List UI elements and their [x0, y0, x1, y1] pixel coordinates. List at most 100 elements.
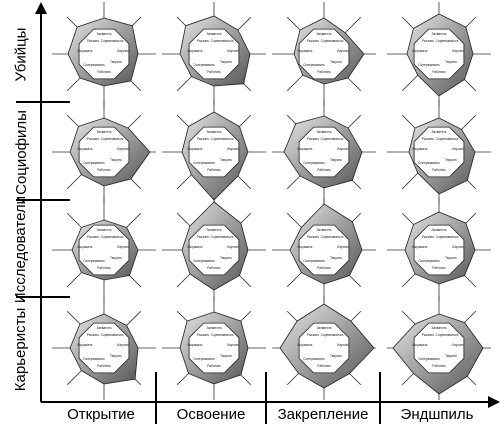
node-label: Работать [207, 266, 221, 270]
node-label: Выражать [298, 343, 313, 347]
row-label-socializers: Социофилы [12, 109, 30, 195]
node-label: Работать [317, 70, 331, 74]
radar-inner-octagon [413, 224, 465, 276]
node-label: Изучать [117, 343, 129, 347]
node-label: Выражать [188, 147, 203, 151]
radar-inner-octagon [78, 224, 130, 276]
radar-inner-octagon [188, 28, 240, 80]
node-label: Изучать [227, 49, 239, 53]
node-label: Соревноваться [211, 235, 234, 239]
radar-inner-octagon [298, 28, 350, 80]
node-label: Работать [432, 364, 446, 368]
node-label: Рыскать [197, 39, 210, 43]
radar-spoke [342, 16, 362, 36]
node-label: Творить [445, 256, 457, 260]
radar-inner-octagon [78, 28, 130, 80]
node-label: Изучать [117, 147, 129, 151]
node-label: Захватить [96, 130, 111, 134]
node-label: Захватить [431, 228, 446, 232]
node-label: Выражать [413, 49, 428, 53]
node-label: Выражать [298, 49, 313, 53]
node-label: Творить [330, 158, 342, 162]
column-label-mastery: Закрепление [277, 405, 369, 423]
node-label: Творить [330, 256, 342, 260]
node-label: Творить [110, 256, 122, 260]
node-label: Творить [220, 60, 232, 64]
node-label: Сопереживать [83, 357, 105, 361]
node-label: Рыскать [422, 333, 435, 337]
node-label: Рыскать [87, 333, 100, 337]
node-label: Изучать [452, 343, 464, 347]
node-label: Творить [445, 354, 457, 358]
node-label: Творить [220, 158, 232, 162]
node-label: Рыскать [87, 39, 100, 43]
node-label: Сопереживать [193, 63, 215, 67]
node-label: Работать [97, 364, 111, 368]
node-label: Работать [207, 168, 221, 172]
node-label: Рыскать [197, 235, 210, 239]
node-label: Изучать [117, 49, 129, 53]
node-label: Изучать [117, 245, 129, 249]
node-label: Работать [207, 364, 221, 368]
node-label: Сопереживать [303, 259, 325, 263]
node-label: Сопереживать [418, 259, 440, 263]
node-label: Соревноваться [101, 137, 124, 141]
radar-inner-octagon [298, 322, 350, 374]
node-label: Творить [445, 158, 457, 162]
node-label: Захватить [316, 32, 331, 36]
node-label: Изучать [337, 343, 349, 347]
node-label: Работать [207, 70, 221, 74]
column-label-onboarding: Освоение [176, 405, 246, 423]
node-label: Творить [330, 354, 342, 358]
node-label: Сопереживать [193, 161, 215, 165]
node-label: Выражать [78, 147, 93, 151]
node-label: Выражать [188, 49, 203, 53]
node-label: Выражать [298, 147, 313, 151]
node-label: Соревноваться [436, 39, 459, 43]
node-label: Сопереживать [418, 357, 440, 361]
node-label: Работать [432, 266, 446, 270]
radar-inner-octagon [78, 126, 130, 178]
node-label: Соревноваться [321, 235, 344, 239]
radar-inner-octagon [188, 126, 240, 178]
node-label: Рыскать [307, 137, 320, 141]
node-label: Изучать [337, 245, 349, 249]
node-label: Захватить [96, 32, 111, 36]
radar-inner-octagon [78, 322, 130, 374]
radar-spoke [401, 170, 421, 190]
node-label: Творить [220, 256, 232, 260]
node-label: Изучать [452, 147, 464, 151]
node-label: Работать [432, 168, 446, 172]
row-label-explorers: Исследователи [12, 195, 30, 304]
node-label: Захватить [206, 326, 221, 330]
node-label: Соревноваться [321, 333, 344, 337]
node-label: Сопереживать [83, 161, 105, 165]
node-label: Изучать [452, 49, 464, 53]
column-label-discovery: Открытие [67, 405, 135, 423]
node-label: Соревноваться [436, 137, 459, 141]
node-label: Творить [445, 60, 457, 64]
node-label: Изучать [227, 343, 239, 347]
node-label: Выражать [413, 343, 428, 347]
node-label: Рыскать [307, 39, 320, 43]
node-label: Захватить [431, 32, 446, 36]
node-label: Сопереживать [303, 161, 325, 165]
node-label: Соревноваться [321, 39, 344, 43]
node-label: Сопереживать [303, 63, 325, 67]
node-label: Сопереживать [83, 259, 105, 263]
node-label: Рыскать [307, 333, 320, 337]
node-label: Работать [97, 266, 111, 270]
radar-spoke [401, 72, 421, 92]
node-label: Соревноваться [101, 333, 124, 337]
